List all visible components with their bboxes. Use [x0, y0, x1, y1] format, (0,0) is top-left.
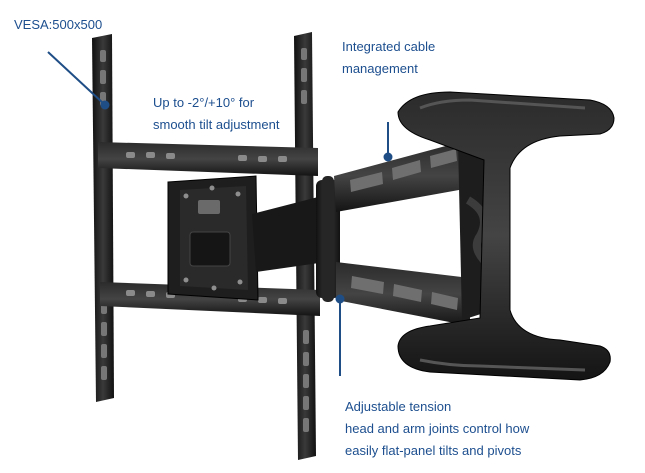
tilt-callout-line-1: Up to -2°/+10° for [153, 95, 255, 110]
cable-callout: Integrated cable management [342, 36, 435, 80]
center-mount-plate [167, 175, 259, 301]
tension-callout-line-1: Adjustable tension [345, 399, 452, 414]
wall-plate [397, 91, 615, 381]
vesa-leader-line [47, 51, 105, 105]
cable-leader-dot [383, 152, 393, 162]
left-vertical-rail [92, 34, 114, 402]
upper-arm [334, 140, 470, 212]
callout-leader-lines [47, 51, 393, 376]
tension-callout-line-2: head and arm joints control how [345, 421, 530, 436]
tilt-head [252, 176, 340, 302]
cable-callout-line-2: management [342, 61, 418, 76]
vesa-callout: VESA:500x500 [14, 14, 102, 36]
tension-callout: Adjustable tension head and arm joints c… [345, 396, 529, 462]
vesa-leader-dot [100, 100, 110, 110]
vesa-callout-text: VESA:500x500 [14, 17, 103, 32]
cable-callout-line-1: Integrated cable [342, 39, 436, 54]
tilt-callout-line-2: smooth tilt adjustment [153, 117, 280, 132]
tilt-callout: Up to -2°/+10° for smooth tilt adjustmen… [153, 92, 279, 136]
tension-callout-line-3: easily flat-panel tilts and pivots [345, 443, 522, 458]
upper-cross-bar [98, 142, 318, 176]
tension-leader-dot [335, 294, 345, 304]
lower-arm [336, 262, 470, 326]
